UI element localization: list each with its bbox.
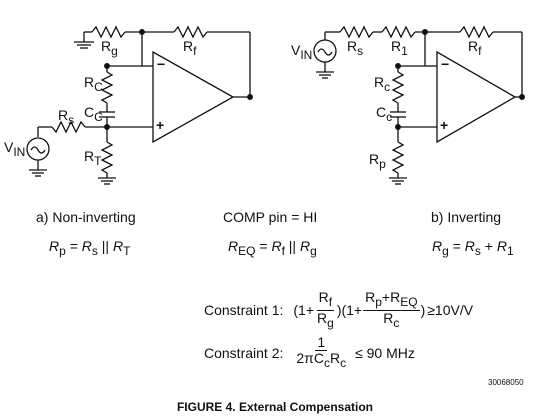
equation-req: REQ = Rf || Rg [228,238,317,258]
constraint-2-label: Constraint 2: [204,344,284,361]
ground-symbol-vin [29,169,47,177]
resistor-rf [173,25,208,39]
resistor-rs [51,120,86,134]
fraction-rp-req-over-rc: Rp+REQ Rc [363,289,420,330]
label-cc: CC [84,104,103,124]
op-amp-left [152,50,235,144]
label-rs-inv: Rs [347,38,364,58]
equation-rg: Rg = Rs + R1 [432,238,514,258]
op-amp-right [436,50,517,144]
ground-symbol-rp [389,177,407,185]
caption-comp-pin: COMP pin = HI [223,209,318,225]
fraction-rf-over-rg: Rf Rg [316,289,335,330]
capacitor-cc-inv [390,111,406,118]
constraint-2: Constraint 2: 1 2πCcRc ≤ 90 MHz [204,334,415,370]
label-rt: RT [84,148,102,168]
label-plus-input-inv: + [440,117,449,133]
equation-rp: Rp = Rs || RT [49,238,131,258]
resistor-rc [100,71,114,104]
resistor-rf-inv [459,25,494,39]
caption-inverting: b) Inverting [431,209,502,225]
figure-caption: FIGURE 4. External Compensation [176,400,374,414]
non-inverting-circuit [26,25,253,185]
resistor-r1 [381,25,416,39]
ground-symbol-rt [98,177,116,185]
label-plus-input: + [156,117,165,133]
resistor-rs-inv [339,25,374,39]
resistor-rc-inv [391,71,405,104]
label-cc-inv: Cc [376,104,393,124]
constraint-1: Constraint 1: (1+ Rf Rg )(1+ Rp+REQ Rc )… [204,289,474,330]
inverting-circuit [313,25,525,185]
constraint-1-label: Constraint 1: [204,302,284,319]
ground-symbol-vin-inv [316,71,334,79]
label-rf: Rf [183,38,197,58]
label-minus-input-inv: − [441,56,450,72]
voltage-source-vin-inv [313,39,337,63]
label-vin-inv: VIN [291,42,313,62]
resistor-rg [91,25,126,39]
resistor-rp [391,141,405,174]
figure-number: 30068050 [488,378,524,387]
label-minus-input: − [157,56,166,72]
ground-symbol-rg [74,32,94,49]
label-rc: RC [84,74,103,94]
resistor-rt [100,141,114,174]
voltage-source-vin [26,137,50,161]
label-rp: Rp [369,151,386,171]
caption-non-inverting: a) Non-inverting [36,209,136,225]
label-r1: R1 [391,38,408,58]
fraction-one-over-2pi-cc-rc: 1 2πCcRc [296,334,347,370]
label-rg: Rg [101,38,118,58]
label-vin: VIN [4,139,26,159]
label-rc-inv: Rc [374,74,391,94]
label-rs: Rs [58,107,75,127]
label-rf-inv: Rf [468,38,482,58]
